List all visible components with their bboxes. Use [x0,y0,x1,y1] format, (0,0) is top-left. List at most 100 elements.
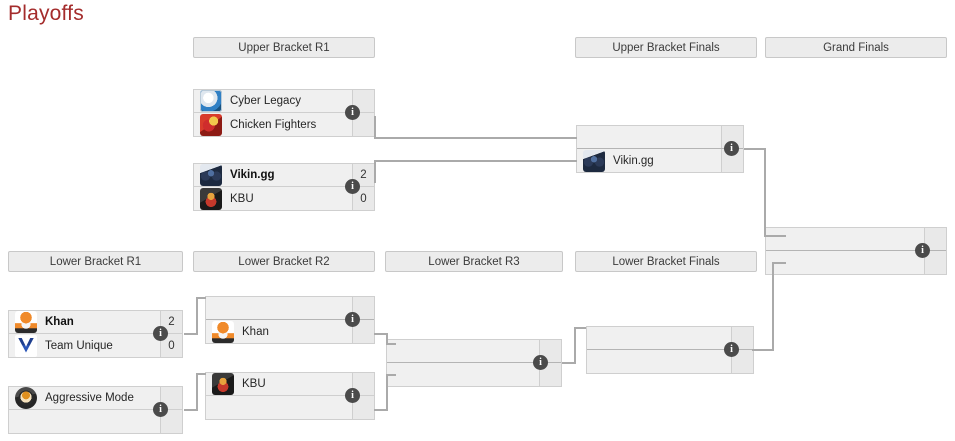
info-icon[interactable]: i [345,312,360,327]
team-name: KBU [242,378,266,390]
team-score [352,113,374,136]
round-header-grand-finals[interactable]: Grand Finals [765,37,947,58]
round-header-lower-bracket-r1[interactable]: Lower Bracket R1 [8,251,183,272]
team-row[interactable]: Chicken Fighters [194,113,374,136]
connector [752,349,774,351]
team-row[interactable] [766,228,946,251]
team-row[interactable]: Vikin.gg [577,149,743,172]
round-header-lower-bracket-r2[interactable]: Lower Bracket R2 [193,251,375,272]
connector [764,148,766,237]
info-icon[interactable]: i [724,141,739,156]
round-header-label: Lower Bracket Finals [612,255,720,268]
connector [196,373,198,411]
round-header-lower-bracket-r3[interactable]: Lower Bracket R3 [385,251,563,272]
team-row[interactable] [9,410,182,433]
team-logo-empty [583,126,605,148]
team-logo-empty [593,327,615,349]
connector [772,262,774,351]
team-row[interactable] [577,126,743,149]
connector [386,374,388,411]
team-row[interactable] [387,340,561,363]
team-logo-empty [15,411,37,433]
connector [386,343,396,345]
kbu-logo [212,373,234,395]
vikingg-logo [583,149,605,172]
round-header-lower-bracket-finals[interactable]: Lower Bracket Finals [575,251,757,272]
info-icon[interactable]: i [345,179,360,194]
team-row[interactable]: KBU 0 [194,187,374,210]
team-name: Vikin.gg [613,154,654,167]
match-lb-r2-1[interactable]: Khan [205,296,375,344]
team-logo-empty [772,228,794,250]
team-row[interactable] [766,251,946,274]
info-icon[interactable]: i [345,105,360,120]
team-score [731,350,753,373]
team-name: Vikin.gg [230,169,275,181]
match-ub-r1-2[interactable]: Vikin.gg 2 KBU 0 [193,163,375,211]
connector [386,333,388,345]
connector [196,297,206,299]
team-row[interactable] [587,350,753,373]
team-row[interactable]: Aggressive Mode [9,387,182,410]
team-name: Cyber Legacy [230,95,301,107]
team-logo-empty [393,364,415,386]
team-row[interactable]: Khan 2 [9,311,182,334]
team-row[interactable]: KBU [206,373,374,396]
round-header-upper-bracket-finals[interactable]: Upper Bracket Finals [575,37,757,58]
connector [196,297,198,335]
round-header-upper-bracket-r1[interactable]: Upper Bracket R1 [193,37,375,58]
team-score: 0 [160,334,182,357]
team-logo-empty [212,297,234,319]
team-row[interactable]: Khan [206,320,374,343]
info-icon[interactable]: i [345,388,360,403]
connector [374,160,376,183]
match-ub-finals[interactable]: Vikin.gg [576,125,744,173]
info-icon[interactable]: i [533,355,548,370]
page-title: Playoffs [8,2,84,25]
connector [374,160,577,162]
team-name: KBU [230,192,254,205]
connector [764,235,786,237]
team-logo-empty [393,340,415,362]
connector [374,137,577,139]
team-row[interactable]: Vikin.gg 2 [194,164,374,187]
khan-logo [212,320,234,343]
info-icon[interactable]: i [153,402,168,417]
match-lb-r1-1[interactable]: Khan 2 Team Unique 0 [8,310,183,358]
connector [562,362,576,364]
connector [374,333,388,335]
team-score [924,251,946,274]
match-lb-r3[interactable] [386,339,562,387]
round-header-label: Upper Bracket Finals [612,41,720,54]
team-row[interactable] [206,396,374,419]
team-score [924,228,946,250]
team-name: Team Unique [45,339,113,352]
kbu-logo [200,187,222,210]
info-icon[interactable]: i [153,326,168,341]
info-icon[interactable]: i [724,342,739,357]
team-score [160,410,182,433]
match-ub-r1-1[interactable]: Cyber Legacy Chicken Fighters [193,89,375,137]
team-name: Khan [242,325,269,338]
team-score: 0 [352,187,374,210]
team-score [352,320,374,343]
team-logo-empty [593,351,615,373]
round-header-label: Lower Bracket R1 [49,255,142,268]
team-score [352,396,374,419]
team-row[interactable]: Team Unique 0 [9,334,182,357]
connector [184,409,198,411]
team-logo-empty [212,397,234,419]
khan-logo [15,311,37,333]
aggressive-mode-logo [15,387,37,409]
connector [184,333,198,335]
round-header-label: Grand Finals [823,41,889,54]
connector [574,327,576,364]
round-header-label: Lower Bracket R2 [238,255,330,268]
info-icon[interactable]: i [915,243,930,258]
team-name: Chicken Fighters [230,118,317,131]
connector [772,262,786,264]
team-name: Khan [45,316,74,328]
round-header-label: Lower Bracket R3 [428,255,520,268]
round-header-label: Upper Bracket R1 [238,41,330,54]
